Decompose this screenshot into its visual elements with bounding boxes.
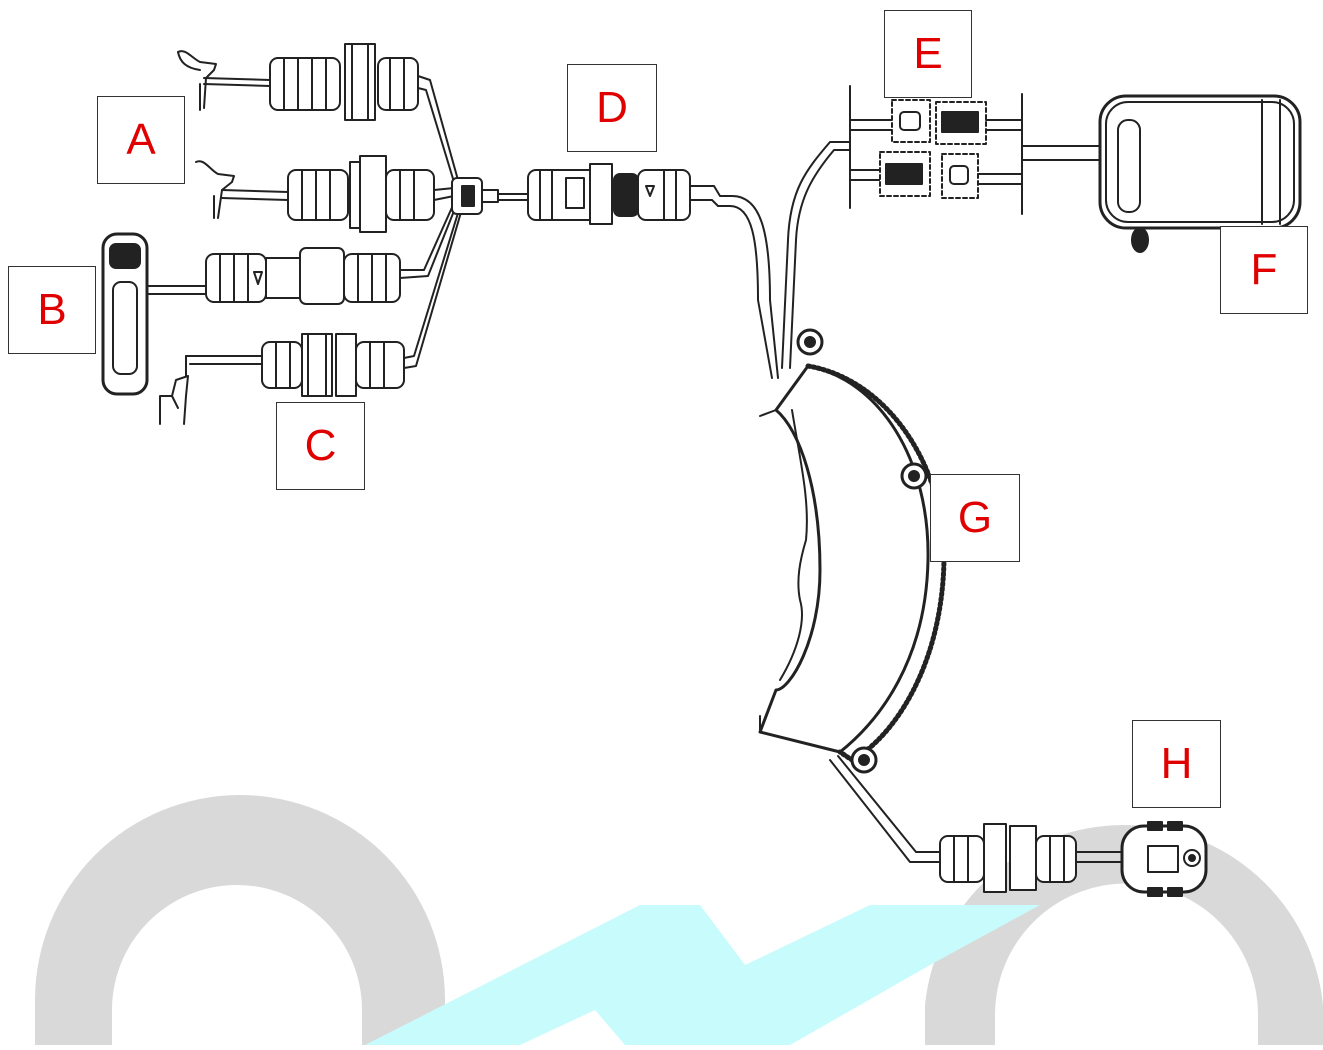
connector-a-lower xyxy=(287,155,455,233)
label-c-text: C xyxy=(304,421,337,470)
label-e-text: E xyxy=(913,29,943,78)
connector-d xyxy=(527,163,779,379)
speed-sensor xyxy=(1120,821,1208,897)
label-c: C xyxy=(276,402,365,490)
connector-c xyxy=(261,199,465,397)
brake-lever-lower xyxy=(195,160,289,219)
label-f-text: F xyxy=(1250,245,1278,294)
label-b-text: B xyxy=(37,285,67,334)
label-d: D xyxy=(567,64,657,152)
brake-lever-top xyxy=(177,50,271,111)
connector-a-top xyxy=(269,43,459,183)
label-e: E xyxy=(884,10,972,98)
controller-housing xyxy=(758,328,947,774)
label-h-text: H xyxy=(1160,739,1193,788)
connector-h xyxy=(829,755,1123,893)
label-b: B xyxy=(8,266,96,354)
display-unit xyxy=(101,232,207,396)
connector-e xyxy=(781,85,1101,369)
label-h: H xyxy=(1132,720,1221,808)
throttle xyxy=(159,355,263,425)
connector-b xyxy=(205,193,461,305)
label-g-text: G xyxy=(957,493,993,542)
label-g: G xyxy=(930,474,1020,562)
label-d-text: D xyxy=(596,83,628,132)
harness-hub xyxy=(451,177,529,215)
watermark-left-arch xyxy=(35,795,445,1045)
label-a: A xyxy=(97,96,185,184)
watermark-lightning-bolt xyxy=(365,905,1040,1045)
label-f: F xyxy=(1220,226,1308,314)
motor-unit xyxy=(1098,94,1302,253)
label-a-text: A xyxy=(126,115,156,164)
